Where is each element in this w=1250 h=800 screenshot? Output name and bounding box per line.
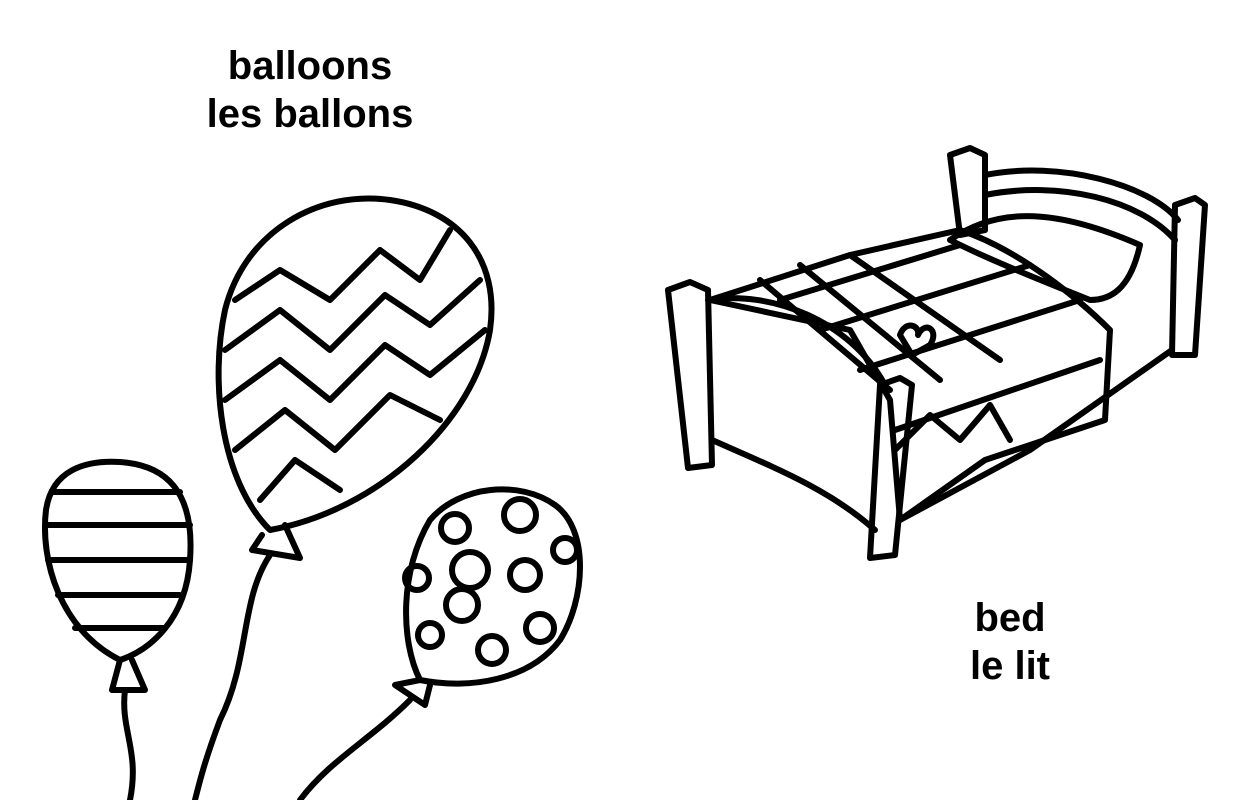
polka-dot-balloon-icon [297, 486, 583, 800]
bed-english: bed [974, 596, 1046, 640]
striped-balloon-icon [42, 458, 194, 800]
zigzag-balloon-icon [192, 195, 495, 800]
bed-label: bed le lit [900, 594, 1120, 690]
balloons-english: balloons [227, 44, 393, 88]
balloons-french: les ballons [206, 92, 414, 136]
bed-french: le lit [969, 644, 1051, 688]
balloons-label: balloons les ballons [160, 42, 460, 138]
bed-icon [665, 145, 1208, 561]
